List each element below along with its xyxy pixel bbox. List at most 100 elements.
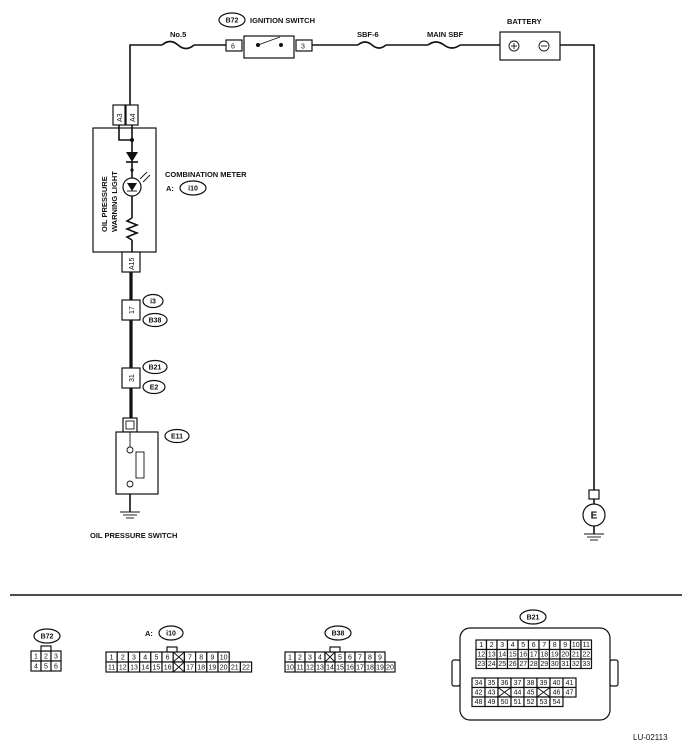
b21-pin-43: 43	[488, 690, 496, 697]
i10-pin-22: 22	[242, 665, 250, 672]
b38-pin-19: 19	[376, 665, 384, 672]
tag-i10-conn-text: i10	[166, 631, 176, 638]
tag-e11	[164, 428, 190, 444]
connector-latch	[166, 646, 178, 653]
b21-empty-cell	[497, 687, 512, 698]
b21-pin-44: 44	[514, 690, 522, 697]
b21-pin-16: 16	[519, 652, 527, 659]
tag-b21-text: B21	[149, 365, 162, 372]
fuse-main-sbf	[427, 41, 461, 49]
b21-pin-47: 47	[566, 690, 574, 697]
b21-pin-21: 21	[572, 652, 580, 659]
fuse-sbf6	[357, 41, 387, 49]
tag-i10-meter-text: i10	[188, 186, 198, 193]
ign-pin-3: 3	[301, 44, 305, 51]
fuse-no5	[161, 40, 195, 50]
resistor-icon	[124, 217, 140, 241]
i10-pin-5: 5	[154, 655, 158, 662]
b21-pin-28: 28	[530, 661, 538, 668]
b21-pin-20: 20	[561, 652, 569, 659]
b21-pin-2: 2	[490, 642, 494, 649]
tag-e11-text: E11	[171, 434, 183, 441]
b38-pin-5: 5	[338, 655, 342, 662]
tag-b38-conn-text: B38	[332, 631, 345, 638]
battery	[499, 31, 561, 61]
connector-latch	[40, 645, 52, 652]
ignition-switch: 6 3	[225, 35, 313, 59]
b38-pin-1: 1	[288, 655, 292, 662]
ignition-switch-label: IGNITION SWITCH	[250, 16, 315, 25]
i10-pin-3: 3	[132, 655, 136, 662]
i10-pin-11: 11	[108, 665, 115, 672]
b38-pin-15: 15	[336, 665, 344, 672]
ground-e-label: E	[591, 511, 598, 522]
b38-pin-18: 18	[366, 665, 374, 672]
battery-label: BATTERY	[507, 17, 542, 26]
b38-pin-3: 3	[308, 655, 312, 662]
i10-cell	[239, 661, 253, 673]
pin-17: 17	[129, 306, 136, 314]
b72-pin-3: 3	[54, 654, 58, 661]
battery-ground-wire	[560, 44, 595, 490]
i10-pin-10: 10	[220, 655, 228, 662]
b21-pin-14: 14	[498, 652, 506, 659]
tag-i10-conn	[158, 625, 184, 641]
b38-pin-8: 8	[368, 655, 372, 662]
b21-cell	[580, 658, 593, 670]
oil-light-line1: OIL PRESSURE	[100, 176, 109, 232]
tag-b72-top	[218, 12, 246, 28]
diode-icon	[126, 152, 138, 162]
i10-pin-4: 4	[143, 655, 147, 662]
b21-pin-30: 30	[551, 661, 559, 668]
tag-i10-meter	[179, 180, 207, 196]
combination-meter-label: COMBINATION METER	[165, 170, 247, 179]
i10-pin-17: 17	[186, 665, 194, 672]
b21-pin-38: 38	[527, 680, 535, 687]
oil-pressure-switch-box	[115, 431, 159, 495]
i10-empty-cell	[172, 661, 185, 673]
b21-pin-51: 51	[514, 699, 522, 706]
b21-pin-37: 37	[514, 680, 522, 687]
i10-pin-9: 9	[210, 655, 214, 662]
b21-pin-24: 24	[488, 661, 496, 668]
meter-prefix: A:	[166, 184, 174, 193]
b21-pin-3: 3	[500, 642, 504, 649]
b21-pin-10: 10	[572, 642, 580, 649]
tag-b38	[142, 312, 168, 328]
i10-pin-14: 14	[141, 665, 149, 672]
top-wire	[129, 44, 162, 105]
tag-b72-top-text: B72	[226, 18, 239, 25]
b72-pin-1: 1	[34, 654, 38, 661]
b21-pin-36: 36	[501, 680, 509, 687]
b21-cell	[549, 696, 564, 708]
b21-pin-4: 4	[511, 642, 515, 649]
b21-pin-40: 40	[553, 680, 561, 687]
i10-pin-15: 15	[153, 665, 161, 672]
i10-pin-16: 16	[164, 665, 172, 672]
b21-pin-13: 13	[488, 652, 496, 659]
b38-pin-6: 6	[348, 655, 352, 662]
pin-a3: A3	[117, 113, 124, 122]
b72-pin-4: 4	[34, 664, 38, 671]
b21-pin-18: 18	[540, 652, 548, 659]
b21-pin-15: 15	[509, 652, 517, 659]
b21-pin-11: 11	[583, 642, 590, 649]
b21-pin-19: 19	[551, 652, 559, 659]
tag-b21-conn	[519, 609, 547, 625]
i10-pin-13: 13	[130, 665, 138, 672]
b38-pin-4: 4	[318, 655, 322, 662]
b21-pin-50: 50	[501, 699, 509, 706]
b21-pin-54: 54	[553, 699, 561, 706]
b21-pin-29: 29	[540, 661, 548, 668]
b21-pin-42: 42	[475, 690, 483, 697]
b21-empty-cell	[536, 687, 551, 698]
i10-pin-18: 18	[197, 665, 205, 672]
b38-pin-20: 20	[386, 665, 394, 672]
b38-pin-11: 11	[296, 665, 303, 672]
figure-id: LU-02113	[633, 733, 668, 742]
b21-pin-31: 31	[561, 661, 569, 668]
b72-pin-5: 5	[44, 664, 48, 671]
b38-empty-cell	[324, 651, 336, 663]
